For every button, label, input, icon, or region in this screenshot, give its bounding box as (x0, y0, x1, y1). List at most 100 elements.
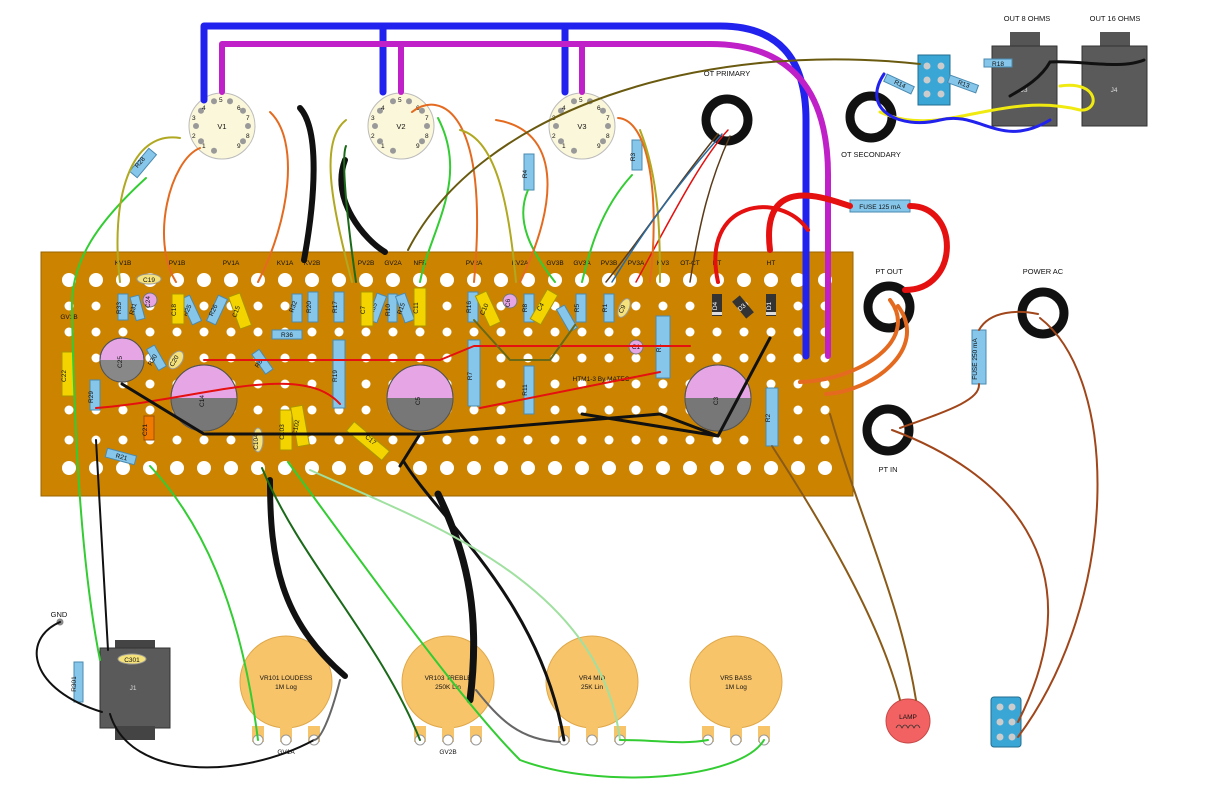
board-label-kv2a: KV2A (512, 260, 529, 267)
diode-d3-label: D3 (737, 302, 748, 313)
board-hole (199, 435, 209, 445)
board-label-gv2a: GV2A (384, 260, 402, 267)
board-hole (712, 353, 722, 363)
wire-black-jack (1008, 58, 1146, 98)
board-hole (631, 353, 641, 363)
pot-vr5[interactable]: VR5 BASS 1M Log (689, 635, 783, 746)
resistor-r3-label: R3 (630, 152, 637, 161)
board-hole (739, 353, 749, 363)
board-hole (685, 327, 695, 337)
cap-c11: C11 (413, 287, 427, 327)
board-hole (307, 327, 317, 337)
fuse-ac: FUSE 250 mA (971, 329, 987, 385)
board-hole (332, 273, 346, 287)
cap-c301-label: C301 (124, 657, 140, 664)
board-label-gv1b: GV1B (60, 314, 77, 321)
pot-vr101-name: VR101 LOUDESS (260, 675, 313, 682)
pot-vr4[interactable]: VR4 MID 25K Lin (545, 635, 639, 746)
tube-pin (571, 147, 577, 154)
resistor-r32: R32 (288, 293, 303, 323)
board-hole (577, 405, 587, 415)
wire-dark-green (261, 145, 421, 741)
pot-vr5-value: 1M Log (725, 684, 747, 691)
resistor-r18: R18 (983, 58, 1013, 68)
board-hole (712, 327, 722, 337)
fuse-ht: FUSE 125 mA (849, 199, 911, 213)
power-ac-label: POWER AC (1023, 267, 1064, 276)
board-hole (64, 435, 74, 445)
board-hole (631, 301, 641, 311)
board-hole (602, 461, 616, 475)
tube-pin (240, 107, 246, 114)
board-label-pv1a: PV1A (223, 260, 240, 267)
cap-c25: C25 (99, 337, 145, 383)
wiring (35, 22, 1146, 779)
board-hole (116, 461, 130, 475)
board-hole (604, 327, 614, 337)
v3-pin-5: 5 (579, 97, 583, 104)
v2-pin-1: 1 (381, 143, 385, 150)
pot-vr101-value: 1M Log (275, 684, 297, 691)
wire-green-vr103 (287, 461, 765, 779)
resistor-r7: R7 (467, 339, 481, 407)
resistor-r1-small: R1 (602, 293, 615, 323)
board-hole (550, 435, 560, 445)
resistor-r33: R33 (116, 293, 129, 321)
pt-out-label: PT OUT (875, 267, 903, 276)
board-hole (388, 435, 398, 445)
board-label-pv3b: PV3B (601, 260, 618, 267)
board-label-kv2b: KV2B (304, 260, 321, 267)
cap-c21: C21 (142, 415, 155, 441)
v3-pin-6: 6 (597, 105, 601, 112)
board-hole (199, 301, 209, 311)
power-switch[interactable] (990, 696, 1022, 748)
input-jack-j1-label: J1 (130, 685, 137, 692)
board-hole (791, 461, 805, 475)
tube-pin (424, 123, 430, 129)
resistor-r17-label: R17 (332, 301, 339, 313)
cap-c14-label: C14 (199, 395, 206, 407)
board-hole (145, 327, 155, 337)
board-label-pv2b: PV2B (358, 260, 375, 267)
board-hole (440, 273, 454, 287)
board-hole (793, 435, 803, 445)
resistor-r301: R301 (71, 661, 84, 703)
tube-pin (605, 123, 611, 129)
board-hole (253, 301, 263, 311)
board-hole (280, 353, 290, 363)
board-label-ot-ct: OT-CT (680, 260, 700, 267)
resistor-r15: R15 (394, 292, 416, 324)
board-hole (253, 327, 263, 337)
cap-c102-label: C102 (292, 419, 302, 436)
resistor-r21: R21 (104, 447, 138, 466)
resistor-r9 (555, 304, 579, 333)
wire-brown-lamp (771, 413, 917, 701)
board-hole (604, 435, 614, 445)
board-hole (602, 273, 616, 287)
wire-yellow-olive (116, 119, 661, 283)
cap-c5-label: C5 (415, 396, 422, 405)
board-hole (89, 273, 103, 287)
tube-v1-label: V1 (217, 122, 226, 131)
board-hole (656, 273, 670, 287)
board-hole (413, 461, 427, 475)
v1-pin-4: 4 (202, 105, 206, 112)
cap-c104-label: C104 (253, 434, 260, 450)
board-hole (764, 273, 778, 287)
v3-pin-1: 1 (562, 143, 566, 150)
board-hole (494, 461, 508, 475)
board-top-labels: KV1B PV1B PV1A KV1A KV2B PV2B GV2A NFB P… (60, 260, 775, 383)
board-hole (64, 405, 74, 415)
resistor-r25: R25 (179, 294, 203, 326)
resistor-r33-label: R33 (116, 302, 123, 314)
pot-vr101[interactable]: VR101 LOUDESS 1M Log (239, 635, 333, 746)
pot-vr103-name: VR103 TREBLE (425, 675, 473, 682)
board-hole (64, 327, 74, 337)
cap-c17: C17 (345, 420, 391, 462)
wire-olive-top (407, 58, 921, 251)
wire-green-r4 (522, 189, 556, 283)
cap-c3: C3 (684, 364, 752, 432)
resistor-r19-label: R19 (332, 370, 339, 382)
wire-grey-vr (313, 679, 561, 743)
